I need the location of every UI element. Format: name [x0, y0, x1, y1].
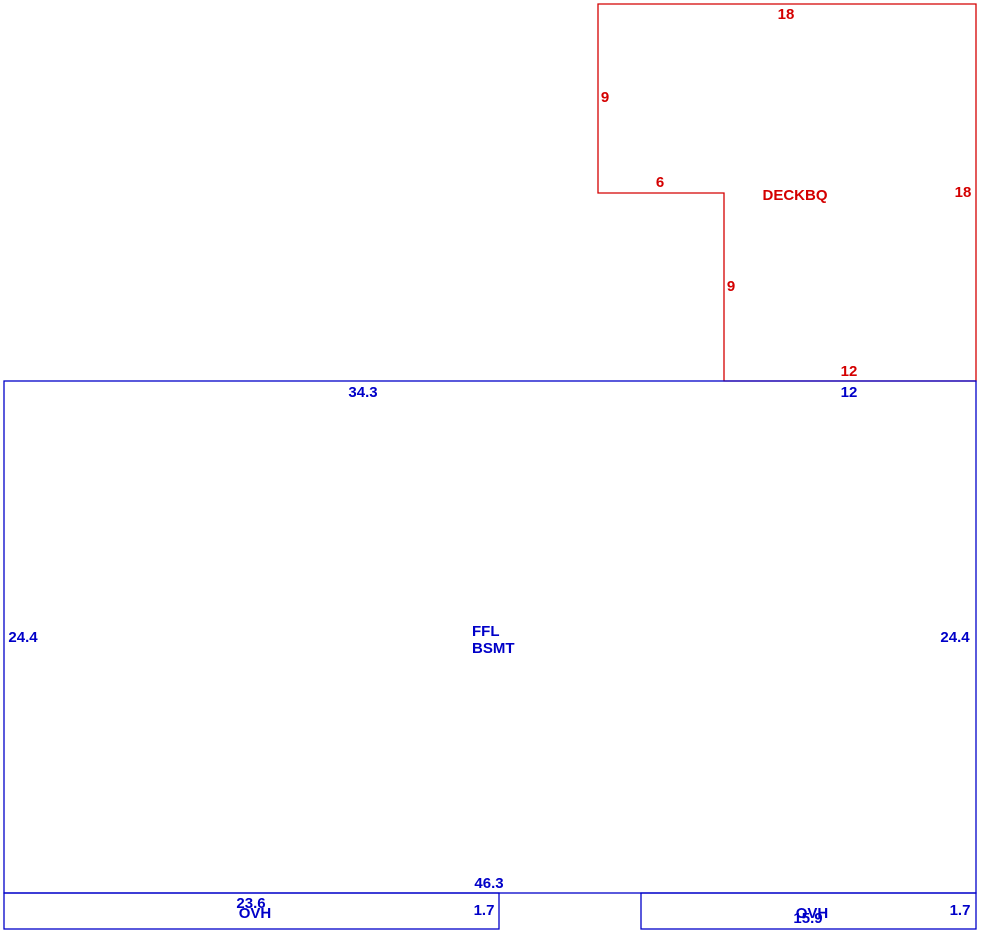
overhang-left-name: OVH	[239, 905, 272, 922]
deck-dim-top: 18	[778, 6, 795, 23]
main-name-line2: BSMT	[472, 640, 515, 657]
deck-dim-right: 18	[955, 184, 972, 201]
main-dim-top-right: 12	[841, 384, 858, 401]
deck-dim-left-upper: 9	[601, 89, 609, 106]
main-dim-right: 24.4	[940, 629, 970, 646]
deck-dim-step: 6	[656, 174, 664, 191]
overhang-right-length: 15.9	[793, 910, 822, 927]
overhang-right-outline	[640, 892, 977, 930]
main-dim-top-left: 34.3	[348, 384, 377, 401]
overhang-right-depth: 1.7	[950, 902, 971, 919]
deck-dim-bottom: 12	[841, 363, 858, 380]
overhang-left-length: 23.6	[236, 895, 265, 912]
overhang-left-depth: 1.7	[474, 902, 495, 919]
deck-dim-left-lower: 9	[727, 278, 735, 295]
main-name-line1: FFL	[472, 623, 500, 640]
main-dim-bottom: 46.3	[474, 875, 503, 892]
main-dim-left: 24.4	[8, 629, 38, 646]
overhang-left-outline	[3, 892, 500, 930]
deck-name: DECKBQ	[762, 187, 827, 204]
overhang-right-name: OVH	[796, 905, 829, 922]
